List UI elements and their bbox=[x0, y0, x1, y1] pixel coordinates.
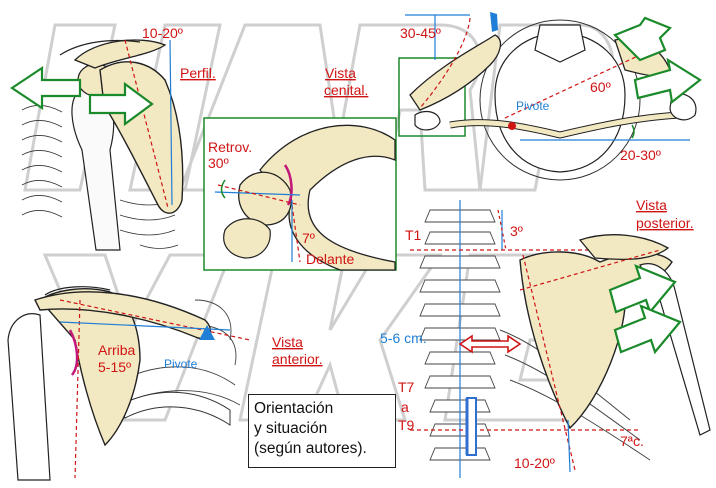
anterior-glenoid-highlight bbox=[68, 329, 79, 376]
caption-line-3: (según autores). bbox=[254, 440, 367, 457]
caption-box: Orientación y situación (según autores). bbox=[248, 394, 396, 468]
vista-anterior-label-2: anterior. bbox=[272, 351, 323, 367]
retrov-label: Retrov. bbox=[208, 139, 252, 155]
perfil-view: 10-20º Perfil. bbox=[10, 25, 216, 251]
anterior-view: Arriba 5-15º Pivote Vista anterior. bbox=[7, 286, 323, 481]
five-six-cm-label: 5-6 cm. bbox=[380, 330, 427, 346]
caption-line-2: y situación bbox=[254, 420, 328, 437]
pivote-anterior-label: Pivote bbox=[164, 357, 198, 371]
t7-label: T7 bbox=[398, 379, 415, 395]
three-degree-label: 3º bbox=[510, 223, 523, 239]
a-label: a bbox=[401, 399, 409, 415]
delante-label: Delante bbox=[306, 251, 354, 267]
posterior-arrow-up-icon bbox=[608, 264, 677, 315]
seven-degree-label: 7º bbox=[302, 230, 315, 246]
perfil-tilt-axis bbox=[124, 39, 169, 209]
right-arrow-icon bbox=[88, 81, 154, 127]
perfil-label: Perfil. bbox=[180, 65, 216, 81]
arriba-label: Arriba bbox=[98, 342, 136, 358]
ten-twenty-bottom-label: 10-20º bbox=[514, 455, 555, 471]
vista-cenital-label-1: Vista bbox=[325, 65, 356, 81]
vista-anterior-label-1: Vista bbox=[272, 334, 303, 350]
vista-cenital-label-2: cenital. bbox=[324, 82, 368, 98]
t9-label: T9 bbox=[398, 417, 415, 433]
arriba-angle-label: 5-15º bbox=[98, 359, 131, 375]
twenty-thirty-label: 20-30º bbox=[620, 147, 661, 163]
cenital-arrow-up-icon bbox=[613, 16, 672, 62]
retrov-angle-label: 30º bbox=[208, 155, 229, 171]
seven-c-label: 7ªc. bbox=[620, 433, 644, 449]
cenital-arrow-right-icon bbox=[633, 57, 702, 105]
posterior-arrow-down-icon bbox=[613, 304, 682, 355]
caption-line-1: Orientación bbox=[254, 400, 334, 417]
pivot-marker-icon bbox=[199, 325, 215, 340]
spine-posterior-view: T1 3º 5-6 cm. T7 a T9 bbox=[380, 200, 660, 478]
distance-arrow-icon bbox=[458, 334, 522, 354]
vista-posterior-label-2: posterior. bbox=[636, 215, 694, 231]
cenital-view: 30-45º Pivote 60º 20-30º bbox=[398, 12, 702, 181]
vista-posterior-label-1: Vista bbox=[636, 197, 667, 213]
perfil-vertical-axis bbox=[169, 39, 173, 206]
retroversion-inset: Retrov. 30º 7º Delante bbox=[203, 117, 397, 271]
perfil-angle-label: 10-20º bbox=[142, 25, 183, 41]
posterior-scapula-view: Vista posterior. 7ªc. 10-20º bbox=[499, 197, 711, 473]
top-angle-label: 30-45º bbox=[400, 25, 441, 41]
pivote-top-label: Pivote bbox=[516, 99, 550, 113]
sixty-degree-label: 60º bbox=[590, 79, 611, 95]
left-arrow-icon bbox=[10, 65, 82, 111]
t1-label: T1 bbox=[405, 227, 422, 243]
